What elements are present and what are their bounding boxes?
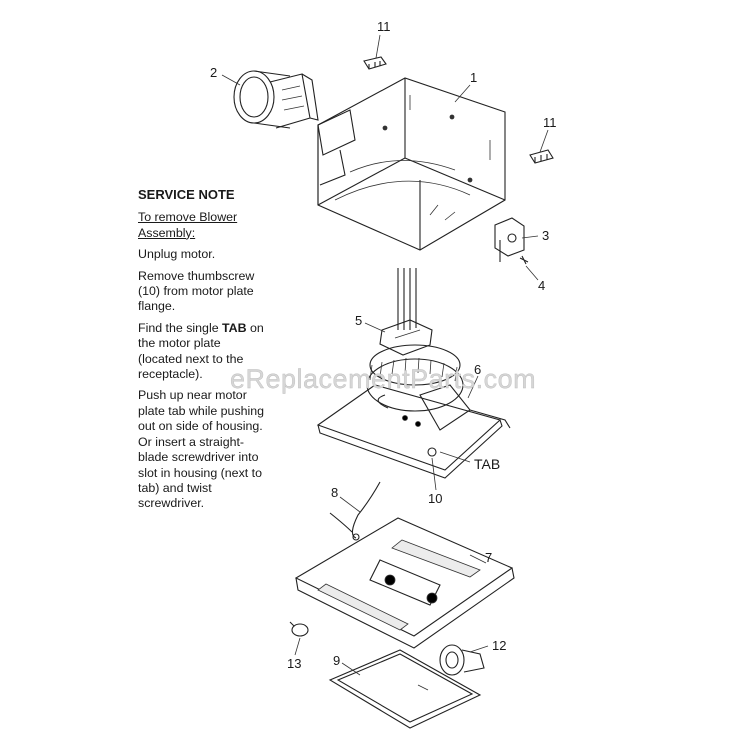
callout-8: 8 bbox=[331, 485, 338, 500]
callout-2: 2 bbox=[210, 65, 217, 80]
service-note: SERVICE NOTE To remove Blower Assembly: … bbox=[138, 187, 268, 518]
part-3-receptacle-bracket[interactable] bbox=[494, 217, 525, 262]
part-4-screw[interactable] bbox=[519, 255, 529, 265]
service-note-step-3: Find the single TAB on the motor plate (… bbox=[138, 321, 268, 383]
wire-harness bbox=[397, 268, 417, 330]
callout-1: 1 bbox=[470, 70, 477, 85]
service-note-subheading: To remove Blower Assembly: bbox=[138, 210, 238, 240]
step-3-post: on the motor plate (located next to the … bbox=[138, 320, 264, 382]
callout-4: 4 bbox=[538, 278, 545, 293]
part-2-duct-connector[interactable] bbox=[233, 70, 319, 129]
part-11-clip-right[interactable] bbox=[529, 149, 554, 164]
callout-11-right: 11 bbox=[543, 115, 557, 130]
callout-3: 3 bbox=[542, 228, 549, 243]
part-8-wire[interactable] bbox=[329, 481, 381, 541]
part-9-lens[interactable] bbox=[328, 649, 482, 729]
part-10-thumbscrew[interactable] bbox=[427, 447, 437, 457]
callout-12: 12 bbox=[492, 638, 506, 653]
service-note-step-4: Push up near motor plate tab while pushi… bbox=[138, 388, 265, 511]
watermark: eReplacementParts.com bbox=[230, 364, 536, 394]
part-5-connector-plate[interactable] bbox=[379, 319, 433, 356]
callout-13: 13 bbox=[287, 656, 301, 671]
service-note-heading: SERVICE NOTE bbox=[138, 187, 235, 202]
part-1-housing[interactable] bbox=[317, 77, 506, 251]
callout-5: 5 bbox=[355, 313, 362, 328]
part-13-bulb[interactable] bbox=[289, 621, 309, 637]
callout-10: 10 bbox=[428, 491, 442, 506]
part-7-grille[interactable] bbox=[294, 517, 515, 649]
callout-9: 9 bbox=[333, 653, 340, 668]
callout-7: 7 bbox=[485, 550, 492, 565]
part-6-blower-assembly[interactable] bbox=[316, 344, 511, 479]
service-note-step-1: Unplug motor. bbox=[138, 247, 216, 262]
step-3-pre: Find the single bbox=[138, 320, 223, 335]
service-note-step-2: Remove thumbscrew (10) from motor plate … bbox=[138, 268, 255, 314]
part-11-clip-top[interactable] bbox=[363, 56, 387, 70]
step-3-tab: TAB bbox=[222, 320, 247, 335]
callout-11-top: 11 bbox=[377, 19, 391, 34]
leader-lines bbox=[221, 34, 549, 676]
callout-6: 6 bbox=[474, 362, 481, 377]
tab-label: TAB bbox=[474, 456, 500, 472]
